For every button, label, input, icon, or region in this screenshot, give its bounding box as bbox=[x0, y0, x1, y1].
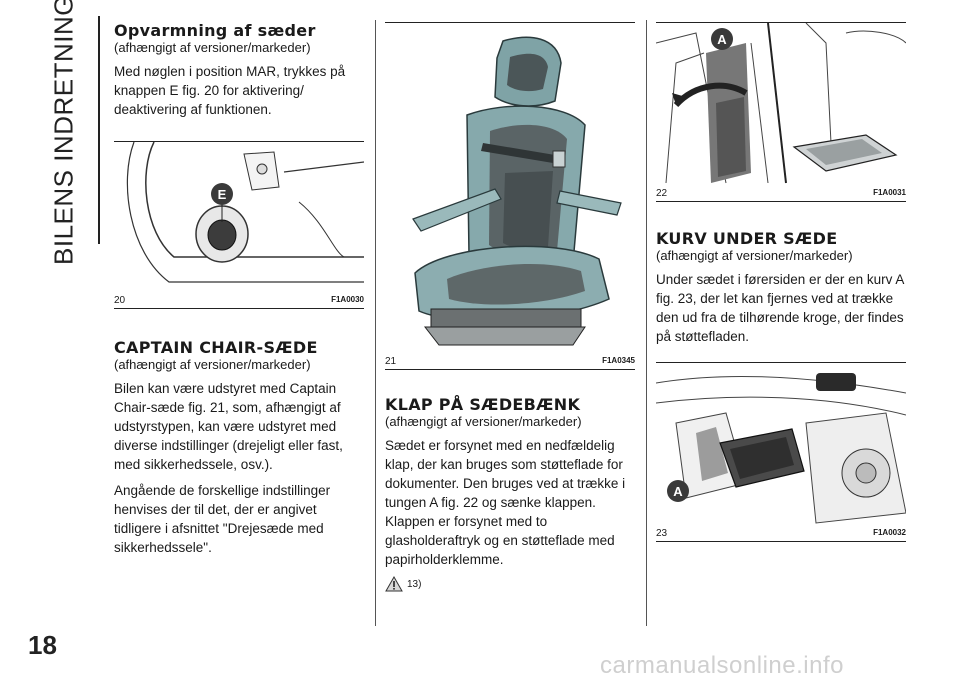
section-title-klap: KLAP PÅ SÆDEBÆNK bbox=[385, 395, 581, 414]
figure-number: 23 bbox=[656, 528, 668, 539]
section-title-kurv: KURV UNDER SÆDE bbox=[656, 229, 838, 248]
page-number: 18 bbox=[28, 630, 57, 660]
figure-label-e: E bbox=[218, 187, 227, 202]
paragraph: Under sædet i førersiden er der en kurv … bbox=[656, 272, 904, 344]
figure-caption: 23 F1A0032 bbox=[656, 525, 906, 542]
figure-number: 22 bbox=[656, 188, 668, 199]
seat-flap-illustration: A bbox=[656, 23, 906, 185]
figure-code: F1A0032 bbox=[873, 528, 906, 537]
figure-number: 21 bbox=[385, 356, 397, 367]
side-rule bbox=[98, 16, 100, 244]
figure-code: F1A0030 bbox=[331, 295, 364, 304]
under-seat-basket-illustration: A bbox=[656, 363, 906, 525]
column-1: Opvarmning af sæder (afhængigt af versio… bbox=[114, 22, 364, 564]
section-subtitle: (afhængigt af versioner/markeder) bbox=[385, 414, 582, 429]
section-title-captain: CAPTAIN CHAIR-SÆDE bbox=[114, 338, 318, 357]
column-2: 21 F1A0345 KLAP PÅ SÆDEBÆNK (afhængigt a… bbox=[385, 22, 635, 592]
figure-22: A 22 F1A0031 bbox=[656, 22, 906, 202]
watermark: carmanualsonline.info bbox=[600, 652, 844, 679]
section-subtitle: (afhængigt af versioner/markeder) bbox=[114, 357, 311, 372]
figure-caption: 20 F1A0030 bbox=[114, 292, 364, 309]
figure-code: F1A0031 bbox=[873, 188, 906, 197]
warning-ref-text: 13) bbox=[407, 578, 422, 590]
figure-20: E 20 F1A0030 bbox=[114, 141, 364, 309]
section-subtitle: (afhængigt af versioner/markeder) bbox=[656, 248, 853, 263]
warning-reference: 13) bbox=[385, 576, 635, 592]
column-3: A 22 F1A0031 KURV UNDER SÆDE (afhængigt … bbox=[656, 22, 906, 542]
seat-heater-button-illustration: E bbox=[114, 142, 364, 292]
paragraph: Angående de forskellige indstillinger he… bbox=[114, 483, 331, 555]
figure-caption: 22 F1A0031 bbox=[656, 185, 906, 202]
figure-code: F1A0345 bbox=[602, 356, 635, 365]
column-separator bbox=[646, 20, 647, 626]
warning-icon bbox=[385, 576, 403, 592]
figure-23: A 23 F1A0032 bbox=[656, 362, 906, 542]
figure-label-a: A bbox=[673, 484, 683, 499]
figure-21: 21 F1A0345 bbox=[385, 22, 635, 370]
section-subtitle: (afhængigt af versioner/markeder) bbox=[114, 40, 311, 55]
column-separator bbox=[375, 20, 376, 626]
section-title-opvarmning: Opvarmning af sæder bbox=[114, 21, 316, 40]
paragraph: Sædet er forsynet med en nedfældelig kla… bbox=[385, 438, 626, 567]
chapter-side-title: BILENS INDRETNING bbox=[48, 0, 79, 265]
paragraph: Med nøglen i position MAR, trykkes på kn… bbox=[114, 64, 346, 117]
figure-caption: 21 F1A0345 bbox=[385, 353, 635, 370]
figure-number: 20 bbox=[114, 295, 126, 306]
captain-chair-illustration bbox=[385, 23, 635, 353]
paragraph: Bilen kan være udstyret med Captain Chai… bbox=[114, 381, 343, 472]
figure-label-a: A bbox=[717, 32, 727, 47]
